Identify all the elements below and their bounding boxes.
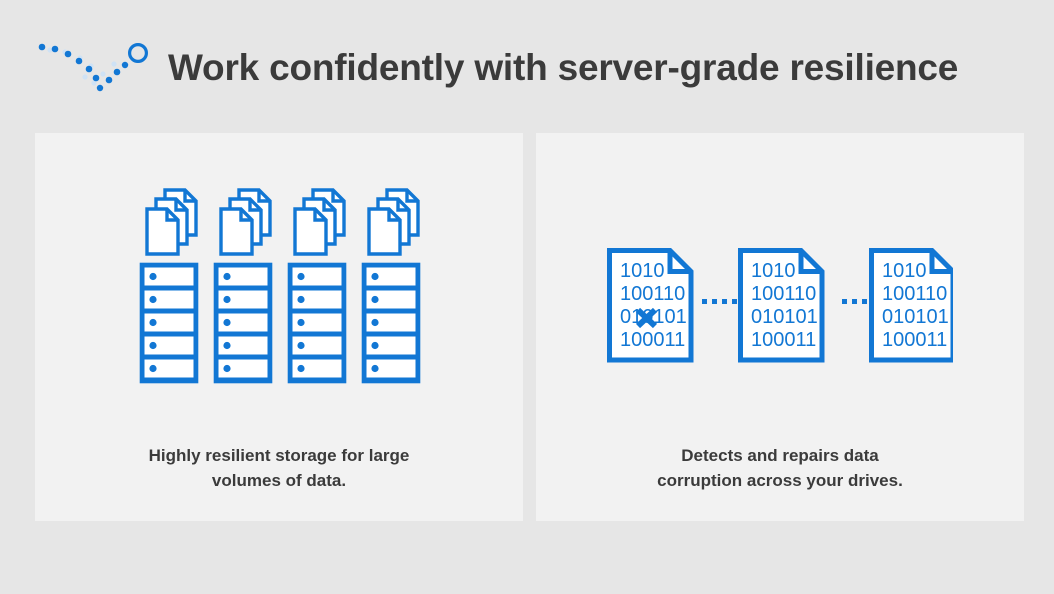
document-stack-icon	[219, 188, 272, 256]
dotted-connector	[702, 299, 737, 304]
document-stack-icon	[367, 188, 420, 256]
server-rack-icon	[213, 262, 273, 384]
svg-text:100011: 100011	[882, 329, 947, 351]
svg-text:100110: 100110	[620, 283, 685, 305]
svg-text:100110: 100110	[751, 283, 816, 305]
caption-line-2: corruption across your drives.	[657, 471, 903, 490]
binary-document-corrupted: 1010 100110 010101 100011	[610, 251, 692, 361]
feature-panels: Highly resilient storage for large volum…	[35, 133, 1024, 521]
dotted-check-mark-logo	[28, 30, 158, 102]
binary-document: 1010 100110 010101 100011	[741, 251, 823, 361]
integrity-illustration: 1010 100110 010101 100011 1010	[536, 133, 1024, 433]
svg-text:1010: 1010	[882, 260, 927, 282]
binary-document: 1010 100110 010101 100011	[872, 251, 954, 361]
svg-text:1010: 1010	[751, 260, 796, 282]
document-stack-icon	[145, 188, 198, 256]
svg-text:010101: 010101	[751, 306, 818, 328]
panel-integrity-caption: Detects and repairs data corruption acro…	[576, 443, 984, 493]
server-rack-icon	[287, 262, 347, 384]
svg-text:010101: 010101	[882, 306, 949, 328]
svg-text:1010: 1010	[620, 260, 665, 282]
page-header: Work confidently with server-grade resil…	[0, 0, 1054, 133]
server-racks-with-document-stacks-icon	[139, 188, 421, 384]
caption-line-1: Highly resilient storage for large	[148, 446, 410, 465]
panel-storage-caption: Highly resilient storage for large volum…	[75, 443, 483, 493]
panel-integrity: 1010 100110 010101 100011 1010	[536, 133, 1024, 521]
storage-illustration	[35, 133, 523, 433]
dotted-check-mark-icon	[38, 43, 148, 92]
document-stack-icon	[293, 188, 346, 256]
caption-line-2: volumes of data.	[211, 471, 347, 490]
page-title: Work confidently with server-grade resil…	[168, 47, 959, 88]
caption-line-1: Detects and repairs data	[681, 446, 879, 465]
svg-text:100011: 100011	[751, 329, 816, 351]
panel-storage: Highly resilient storage for large volum…	[35, 133, 523, 521]
corruption-x-icon	[635, 307, 658, 329]
svg-text:100011: 100011	[620, 329, 685, 351]
binary-documents-with-corruption-repair-icon: 1010 100110 010101 100011 1010	[607, 244, 953, 369]
logo-ring-icon	[127, 43, 148, 63]
server-rack-icon	[361, 262, 421, 384]
svg-text:100110: 100110	[882, 283, 947, 305]
server-rack-icon	[139, 262, 199, 384]
